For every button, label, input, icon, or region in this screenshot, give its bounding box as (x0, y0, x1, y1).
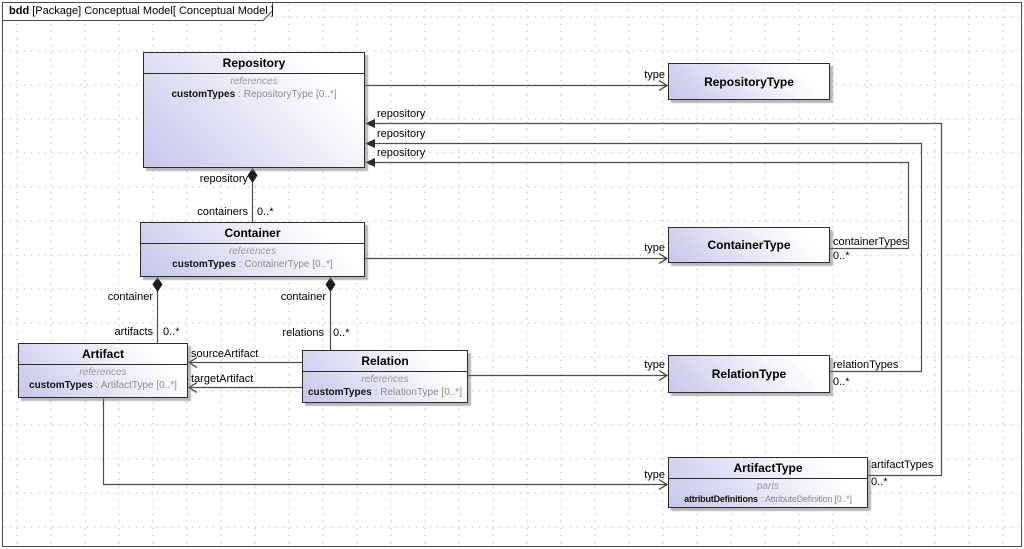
edge-line (374, 122, 943, 477)
edge-containertype-repository[interactable] (365, 158, 910, 250)
attribute-line: attributDefinitions: AttributeDefinition… (669, 493, 867, 506)
attribute-type: : AttributeDefinition [0..*] (760, 494, 852, 504)
diagram-kind-keyword: bdd (9, 5, 30, 17)
class-artifacttype[interactable]: ArtifactType parts attributDefinitions: … (668, 457, 868, 508)
filled-arrowhead-icon (365, 158, 375, 167)
edge-relation-sourceartifact[interactable] (187, 356, 302, 369)
open-arrowhead-icon (187, 381, 198, 394)
edge-relationtype-repository[interactable] (365, 139, 923, 373)
label-multiplicity-relationtypes: 0..* (833, 376, 850, 388)
attribute-type: : ContainerType [0..*] (238, 259, 333, 270)
edge-container-artifacts-composition[interactable] (152, 277, 163, 343)
attribute-type: : RelationType [0..*] (374, 387, 462, 398)
label-role-artifacttypes: artifactTypes (871, 459, 934, 471)
class-relationtype[interactable]: RelationType (668, 355, 830, 393)
edge-artifact-artifacttype[interactable] (102, 398, 669, 491)
class-title: Container (224, 226, 281, 240)
edge-artifacttype-repository[interactable] (365, 119, 943, 477)
composition-diamond-icon (247, 168, 258, 183)
attribute-type: : RepositoryType [0..*] (238, 89, 337, 100)
label-role-containers: containers (197, 206, 248, 218)
class-title: Repository (222, 56, 286, 70)
parts-compartment: parts attributDefinitions: AttributeDefi… (669, 478, 867, 506)
attributes-compartment: references customTypes: ContainerType [0… (141, 243, 364, 271)
edge-repository-containers-composition[interactable] (247, 168, 258, 222)
composition-diamond-icon (152, 277, 163, 292)
label-multiplicity-artifacts: 0..* (163, 326, 180, 338)
attribute-line: customTypes: ArtifactType [0..*] (19, 379, 187, 392)
class-artifact[interactable]: Artifact references customTypes: Artifac… (18, 343, 188, 398)
label-role-container-left: container (107, 291, 153, 303)
label-role-container-right: container (280, 291, 326, 303)
attribute-line: customTypes: ContainerType [0..*] (141, 258, 364, 271)
class-title: ContainerType (707, 238, 791, 252)
edge-relation-relationtype[interactable] (468, 369, 669, 382)
filled-arrowhead-icon (365, 139, 375, 148)
label-role-repository-2: repository (377, 128, 426, 140)
label-role-repository-composition: repository (199, 173, 248, 185)
label-role-relations: relations (282, 327, 324, 339)
label-role-sourceartifact: sourceArtifact (191, 348, 259, 360)
composition-diamond-icon (325, 277, 336, 292)
class-title: RelationType (711, 367, 787, 381)
class-repository[interactable]: Repository references customTypes: Repos… (143, 52, 365, 168)
edge-relation-targetartifact[interactable] (187, 381, 302, 394)
label-multiplicity-containertypes: 0..* (833, 250, 850, 262)
label-role-repository-1: repository (377, 108, 426, 120)
label-type-relationtype: type (644, 359, 665, 371)
open-arrowhead-icon (658, 478, 669, 491)
class-title: Relation (361, 354, 409, 368)
edge-line (374, 161, 910, 250)
edge-line (102, 398, 666, 486)
attribute-name: customTypes (172, 259, 236, 270)
class-title: ArtifactType (733, 461, 803, 475)
open-arrowhead-icon (187, 356, 198, 369)
label-type-artifacttype: type (644, 469, 665, 481)
attribute-name: customTypes (307, 387, 372, 398)
class-title: RepositoryType (704, 74, 794, 89)
class-relation[interactable]: Relation references customTypes: Relatio… (302, 350, 468, 403)
class-title: Artifact (81, 347, 124, 361)
compartment-stereotype: references (79, 367, 127, 378)
edge-line (374, 142, 923, 373)
attribute-line: customTypes: RepositoryType [0..*] (144, 88, 364, 101)
label-role-targetartifact: targetArtifact (191, 373, 254, 385)
open-arrowhead-icon (658, 369, 669, 382)
label-role-relationtypes: relationTypes (833, 359, 899, 371)
diagram-frame-tab: bdd [Package] Conceptual Model[ Conceptu… (9, 5, 274, 18)
compartment-stereotype: references (361, 374, 409, 385)
compartment-stereotype: parts (756, 481, 780, 492)
attribute-name: attributDefinitions (684, 494, 758, 504)
attributes-compartment: references customTypes: RelationType [0.… (303, 371, 467, 399)
label-type-repositorytype: type (644, 69, 665, 81)
attributes-compartment: references customTypes: ArtifactType [0.… (19, 364, 187, 392)
attribute-line: customTypes: RelationType [0..*] (303, 386, 467, 399)
label-multiplicity-relations: 0..* (333, 327, 350, 339)
compartment-stereotype: references (230, 76, 278, 87)
label-multiplicity-containers: 0..* (257, 206, 274, 218)
edge-container-containertype[interactable] (365, 252, 669, 265)
edge-repository-repositorytype[interactable] (365, 79, 669, 92)
label-role-containertypes: containerTypes (833, 236, 908, 248)
class-containertype[interactable]: ContainerType (668, 227, 830, 263)
open-arrowhead-icon (658, 252, 669, 265)
compartment-stereotype: references (228, 246, 277, 257)
label-multiplicity-artifacttypes: 0..* (871, 476, 888, 488)
edge-container-relations-composition[interactable] (325, 277, 336, 350)
filled-arrowhead-icon (365, 119, 375, 128)
attributes-compartment: references customTypes: RepositoryType [… (144, 73, 364, 101)
diagram-title: [Package] Conceptual Model[ Conceptual M… (29, 5, 274, 17)
attribute-type: : ArtifactType [0..*] (95, 380, 177, 391)
attribute-name: customTypes (29, 380, 93, 391)
class-repositorytype[interactable]: RepositoryType (668, 63, 830, 100)
class-container[interactable]: Container references customTypes: Contai… (140, 222, 365, 277)
label-type-containertype: type (644, 242, 665, 254)
label-role-artifacts: artifacts (114, 326, 153, 338)
attribute-name: customTypes (171, 89, 236, 100)
label-role-repository-3: repository (377, 147, 426, 159)
open-arrowhead-icon (658, 79, 669, 92)
